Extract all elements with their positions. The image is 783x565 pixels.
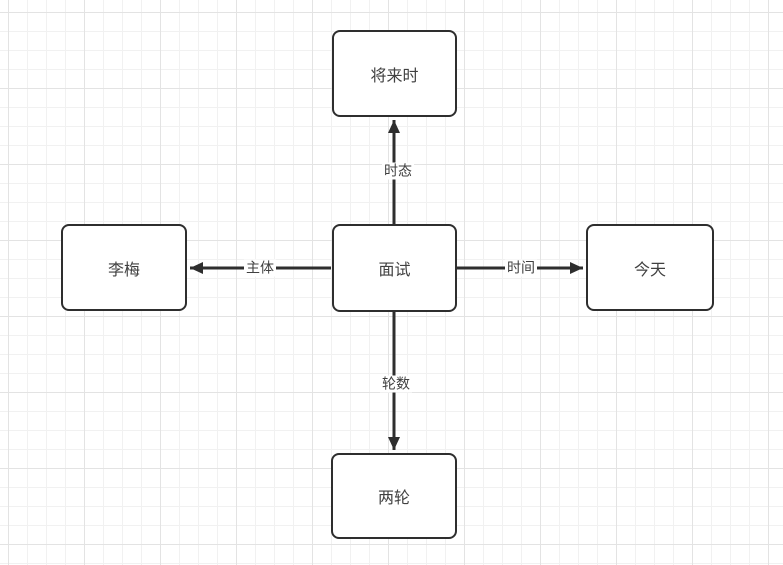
- edge-label-time[interactable]: 时间: [505, 259, 537, 277]
- node-two-rounds[interactable]: 两轮: [331, 453, 457, 539]
- node-limei-label: 李梅: [107, 261, 140, 279]
- node-future-tense-label: 将来时: [370, 67, 419, 85]
- node-today-label: 今天: [633, 261, 666, 279]
- node-future-tense[interactable]: 将来时: [332, 30, 457, 117]
- node-interview-label: 面试: [378, 262, 411, 279]
- edge-label-rounds[interactable]: 轮数: [380, 375, 412, 393]
- edge-label-tense[interactable]: 时态: [382, 162, 414, 180]
- node-two-rounds-label: 两轮: [377, 490, 410, 507]
- node-today[interactable]: 今天: [586, 224, 714, 311]
- node-limei[interactable]: 李梅: [61, 224, 187, 311]
- edge-label-subject[interactable]: 主体: [244, 259, 276, 277]
- node-interview[interactable]: 面试: [332, 224, 457, 312]
